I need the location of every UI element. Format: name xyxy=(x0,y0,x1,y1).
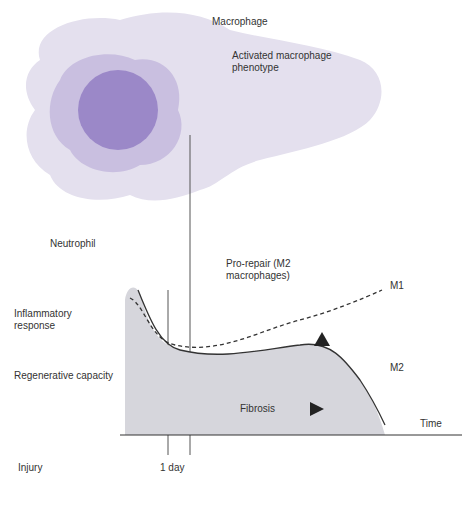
curve-label: Pro-repair (M2 macrophages) xyxy=(226,258,346,281)
x-axis xyxy=(120,435,462,436)
dashed-curve xyxy=(130,290,382,347)
cell-label: Macrophage xyxy=(212,16,268,28)
response-area xyxy=(125,288,385,435)
curve-label: M2 xyxy=(390,362,404,374)
axis-label: Inflammatory response xyxy=(14,308,114,331)
tick-label: 1 day xyxy=(160,462,184,474)
cell-nucleus xyxy=(78,70,158,150)
region-label: Fibrosis xyxy=(240,403,275,415)
cell-label: Neutrophil xyxy=(50,238,96,250)
arrow-marker xyxy=(310,402,324,416)
solid-curve xyxy=(138,290,385,425)
cell-cytoplasm xyxy=(50,54,182,172)
curve-label: M1 xyxy=(390,280,404,292)
axis-label: Injury xyxy=(18,462,42,474)
cell-body xyxy=(26,13,382,201)
axis-label: Time xyxy=(420,418,442,430)
triangle-marker xyxy=(314,332,330,346)
cell-label: Activated macrophage phenotype xyxy=(232,50,352,73)
axis-label: Regenerative capacity xyxy=(14,370,113,382)
